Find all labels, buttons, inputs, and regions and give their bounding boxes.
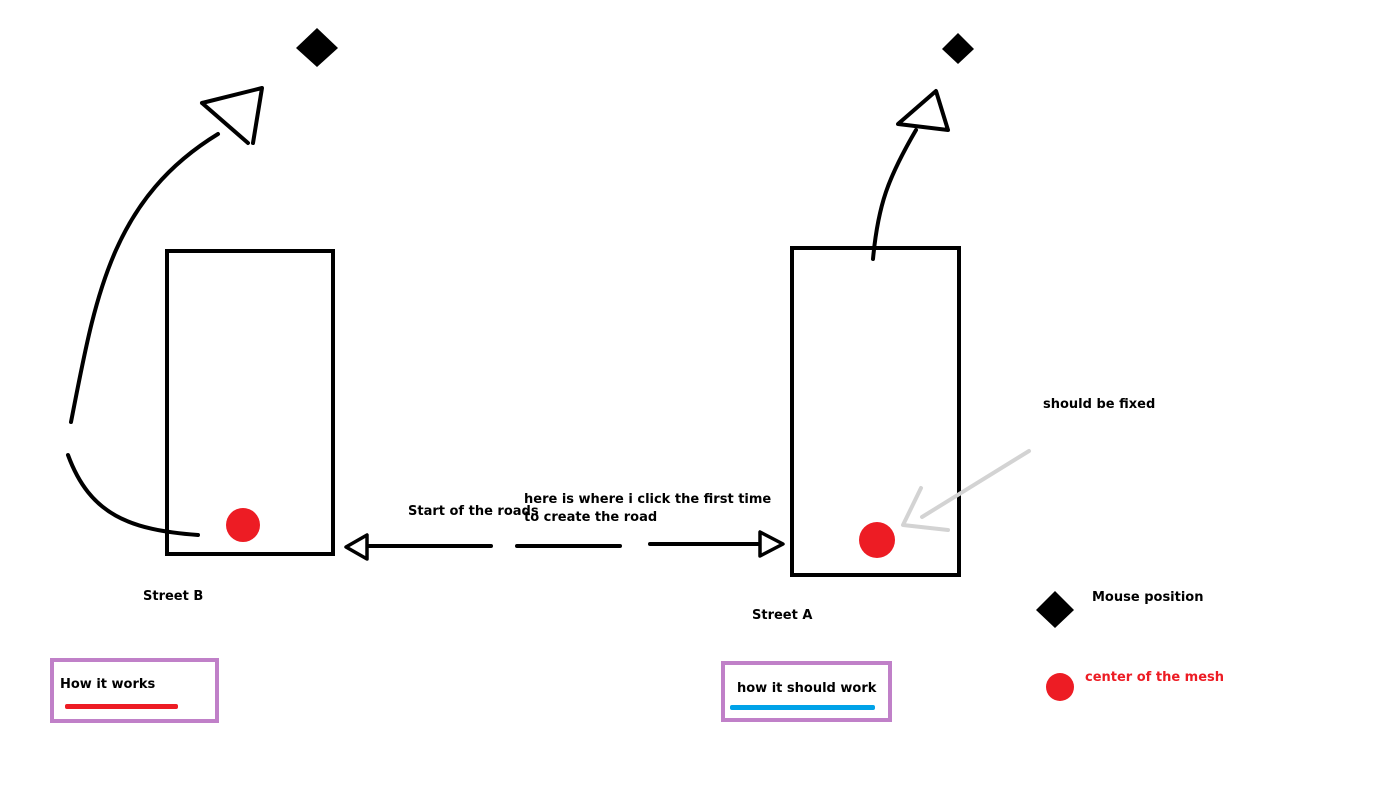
how-it-should-work-underline [730, 705, 875, 710]
mouse-position-label: Mouse position [1092, 590, 1204, 605]
legend-black-diamond-icon [1036, 591, 1074, 628]
right-arrowhead [896, 89, 950, 132]
legend-red-circle-icon [1046, 673, 1074, 701]
left-curve-lower [66, 453, 200, 537]
should-be-fixed-label: should be fixed [1043, 397, 1156, 412]
fix-arrow-shaft [920, 449, 1031, 519]
street-b-label: Street B [143, 589, 204, 604]
street-a-label: Street A [752, 608, 813, 623]
how-it-should-work-label: how it should work [737, 681, 877, 696]
legend-how-it-works: How it works [50, 658, 219, 723]
how-it-works-underline [65, 704, 178, 709]
left-arrowhead [200, 86, 264, 145]
road-arrowhead-left [344, 533, 369, 561]
street-b-rectangle [165, 249, 335, 556]
legend-how-it-should-work: how it should work [721, 661, 892, 722]
mouse-position-right-icon [942, 33, 974, 64]
street-a-mesh-center [859, 522, 895, 558]
center-of-mesh-label: center of the mesh [1085, 670, 1225, 685]
click-note-line1: here is where i click the first time [524, 492, 772, 507]
click-note-line2: to create the road [524, 510, 658, 525]
start-of-roads-label: Start of the roads [408, 504, 539, 519]
road-arrowhead-right [758, 530, 785, 558]
how-it-works-label: How it works [60, 677, 156, 692]
left-curve-upper [69, 132, 220, 424]
fix-arrowhead [901, 486, 950, 532]
right-curve [871, 128, 918, 261]
mouse-position-left-icon [296, 28, 338, 67]
street-b-mesh-center [226, 508, 260, 542]
